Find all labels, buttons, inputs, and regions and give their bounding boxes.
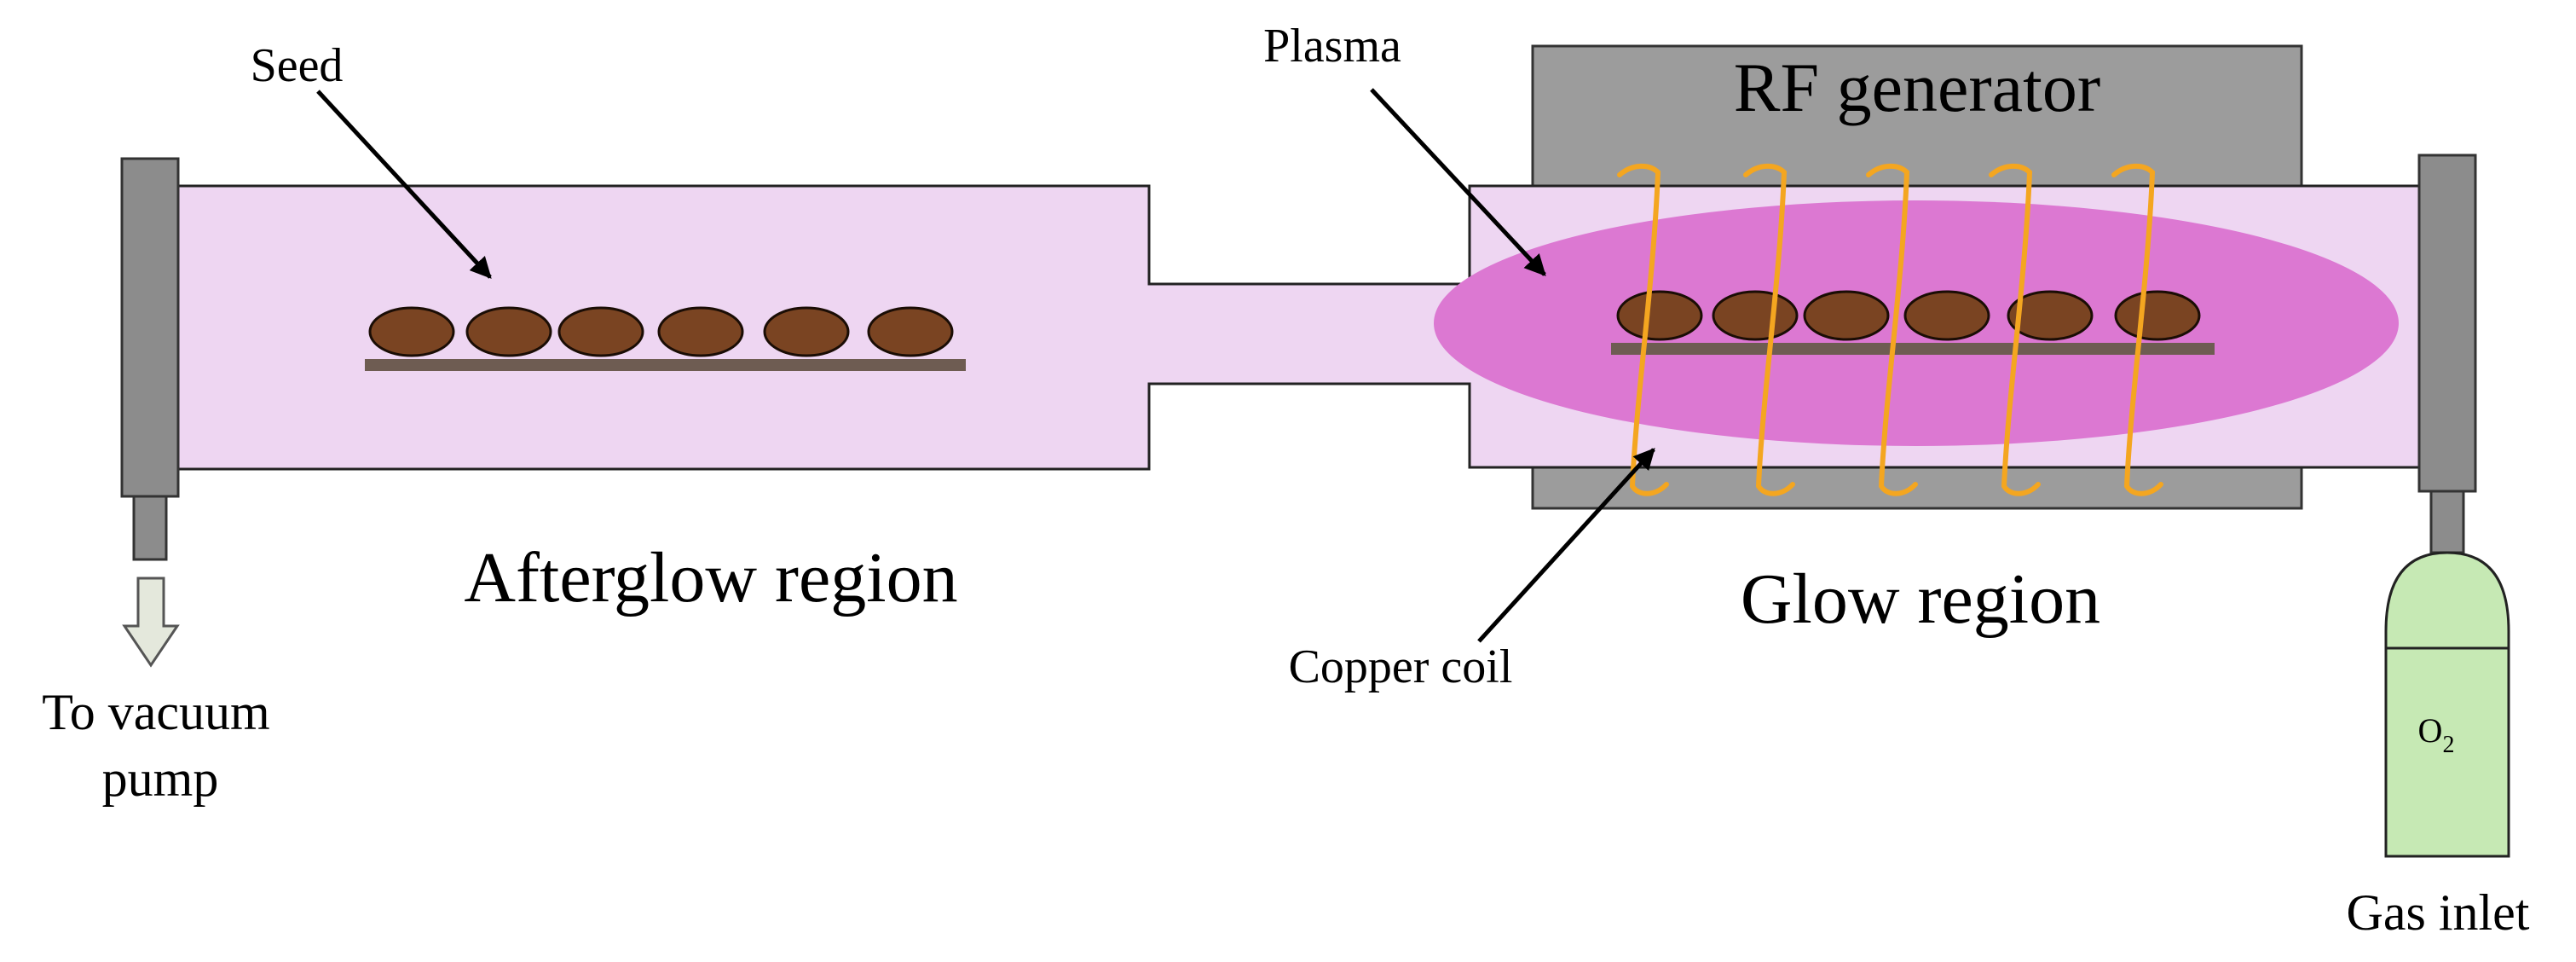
seed — [465, 306, 552, 357]
o2-gas-cylinder — [2384, 551, 2510, 858]
vacuum-flange — [120, 157, 180, 498]
coil-turn — [1866, 163, 1918, 496]
afterglow-seeds — [368, 306, 954, 357]
seed — [1903, 290, 1990, 341]
afterglow-seed-tray — [365, 359, 966, 371]
vacuum-pump-label-line2: pump — [102, 750, 219, 807]
gas-flange — [2417, 154, 2477, 493]
copper-coil — [1617, 163, 2163, 496]
glow-seed-tray — [1611, 343, 2215, 355]
seed-label: Seed — [251, 39, 344, 92]
seed-pointer-arrow — [316, 90, 492, 279]
seed — [2007, 290, 2094, 341]
coil-turn — [1617, 163, 1669, 496]
seed — [368, 306, 455, 357]
seed — [557, 306, 644, 357]
coil-turn — [2111, 163, 2163, 496]
coil-turn — [1743, 163, 1795, 496]
vacuum-direction-arrow — [122, 577, 180, 668]
vacuum-pump-label-line1: To vacuum — [42, 684, 269, 740]
copper-coil-pointer-arrow — [1477, 448, 1655, 643]
seed — [657, 306, 744, 357]
seed — [1616, 290, 1703, 341]
afterglow-region-label: Afterglow region — [464, 538, 957, 617]
seed — [763, 306, 850, 357]
plasma-pointer-arrow — [1370, 88, 1546, 276]
glow-seeds — [1616, 290, 2201, 341]
seed — [1712, 290, 1799, 341]
seed — [1803, 290, 1890, 341]
coil-turn — [1989, 163, 2041, 496]
rf-generator-label: RF generator — [1734, 49, 2100, 126]
plasma-label: Plasma — [1263, 20, 1401, 72]
seed — [2114, 290, 2201, 341]
gas-feed-pipe — [2429, 490, 2465, 554]
o2-label: O2 — [2418, 711, 2455, 758]
seed — [867, 306, 954, 357]
copper-coil-label: Copper coil — [1289, 640, 1513, 693]
glow-region-label: Glow region — [1741, 559, 2100, 639]
gas-inlet-label: Gas inlet — [2347, 884, 2530, 941]
vacuum-outlet-pipe — [132, 495, 168, 561]
